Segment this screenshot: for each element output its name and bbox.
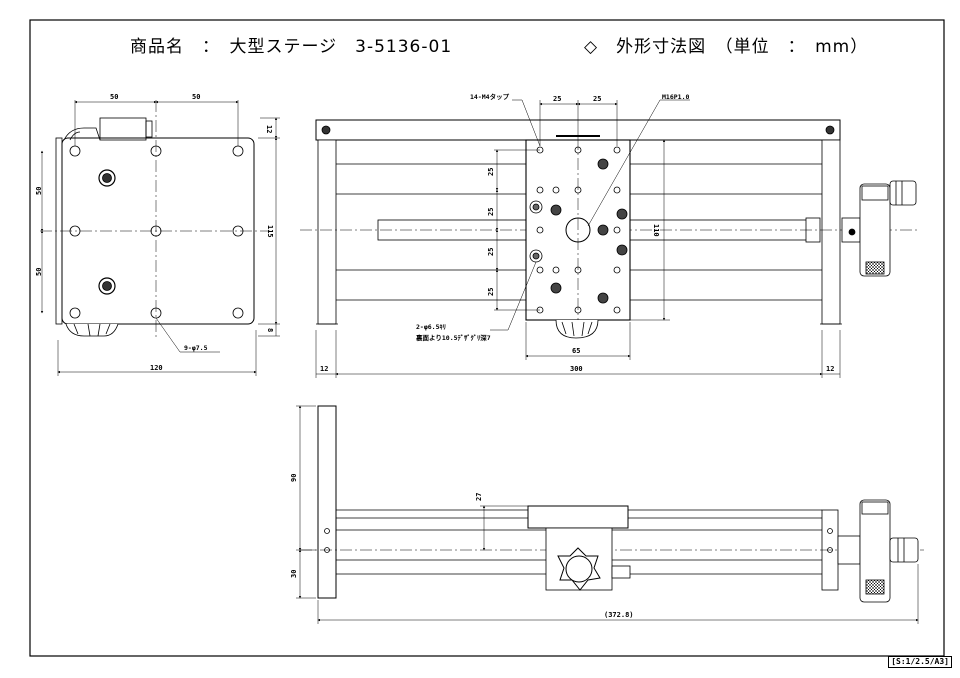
note-top-tap: 14-M4タップ — [470, 92, 510, 101]
dim-left-right-main: 115 — [266, 225, 274, 238]
dim-bottom-right: 12 — [826, 365, 834, 373]
dim-left-top-a: 50 — [110, 93, 118, 101]
dim-left-side-bottom: 50 — [35, 268, 43, 276]
dim-left-bottom: 120 — [150, 364, 163, 372]
dim-side-offset: 27 — [475, 493, 483, 501]
note-pin-1: 2-φ6.5ｷﾘ — [416, 323, 446, 331]
dim-stage-width: 65 — [572, 347, 580, 355]
dim-side-total: (372.8) — [604, 611, 634, 619]
sheet-frame — [29, 19, 945, 657]
dim-stage-v1: 25 — [487, 168, 495, 176]
drawing-title: ◇ 外形寸法図 （単位 ： mm） — [584, 37, 869, 57]
product-title: 商品名 ： 大型ステージ 3-5136-01 — [130, 37, 453, 57]
dim-side-lower: 30 — [290, 570, 298, 578]
dim-stage-v3: 25 — [487, 248, 495, 256]
dim-side-upper: 90 — [290, 474, 298, 482]
dim-left-side-top: 50 — [35, 187, 43, 195]
dim-left-top-b: 50 — [192, 93, 200, 101]
dim-bottom-left: 12 — [320, 365, 328, 373]
dim-bottom-main: 300 — [570, 365, 583, 373]
note-pin-2: 裏面より10.5ﾃﾞｻﾞｸﾞﾘ深7 — [415, 333, 491, 342]
note-left-holes: 9-φ7.5 — [184, 344, 208, 352]
dim-left-right-top: 12 — [265, 125, 273, 133]
dim-top-a: 25 — [553, 95, 561, 103]
top-view — [300, 99, 918, 378]
dim-stage-v2: 25 — [487, 208, 495, 216]
mounting-holes — [69, 145, 244, 319]
end-view — [40, 100, 280, 376]
dim-stage-height: 110 — [652, 224, 660, 237]
side-view — [296, 405, 924, 624]
scale-label: [S:1/2.5/A3] — [888, 656, 952, 668]
dim-stage-v4: 25 — [487, 288, 495, 296]
note-top-thread: M16P1.0 — [662, 93, 689, 101]
dim-top-b: 25 — [593, 95, 601, 103]
dim-left-right-bottom: 8 — [266, 328, 274, 332]
